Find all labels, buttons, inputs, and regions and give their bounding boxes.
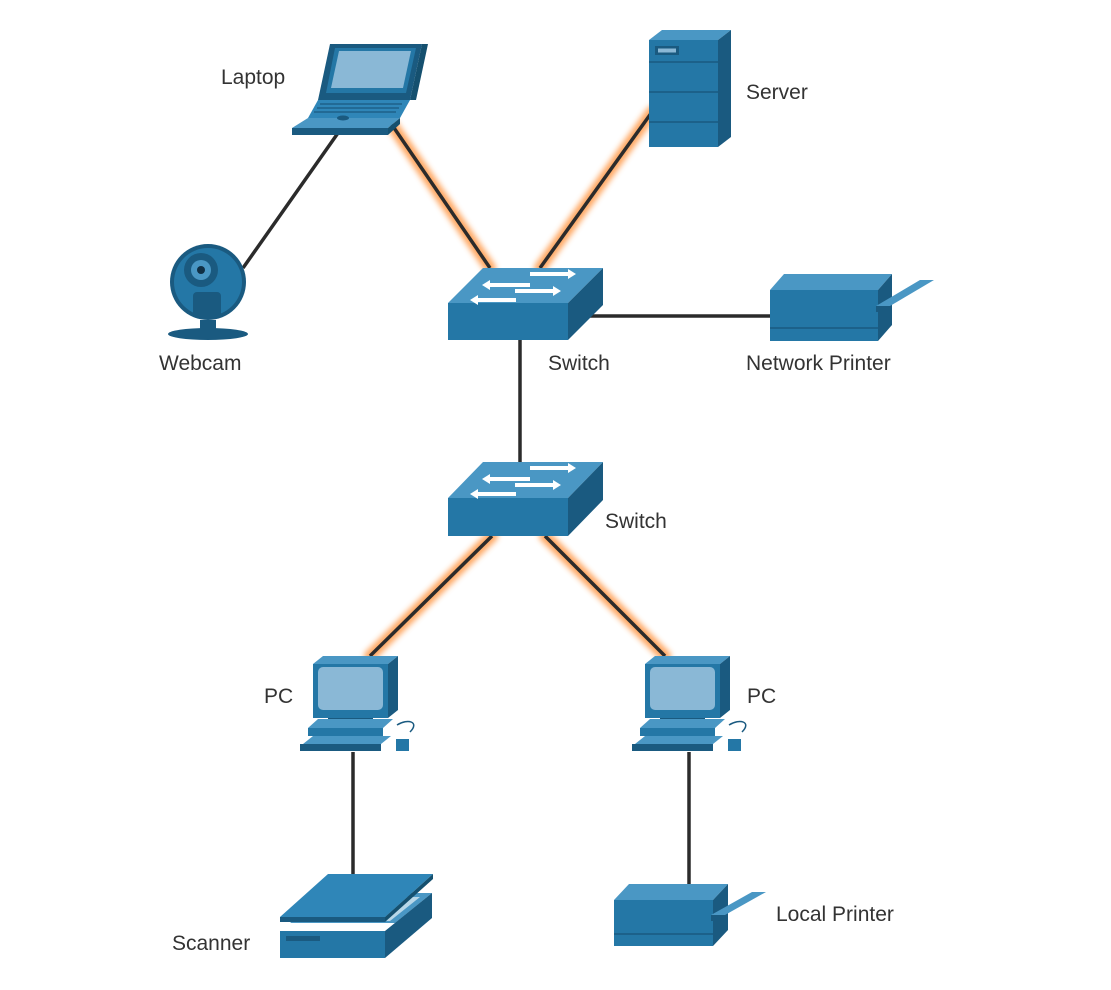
- label-pc-left: PC: [264, 685, 293, 708]
- link-switch-pc-left: [364, 530, 498, 662]
- laptop-icon[interactable]: [292, 44, 428, 135]
- connections: [241, 106, 778, 885]
- label-switch-bottom: Switch: [605, 510, 667, 533]
- link-switch-pc-right: [539, 530, 671, 662]
- local-printer-icon[interactable]: [614, 884, 766, 946]
- webcam-icon[interactable]: [168, 244, 248, 340]
- label-pc-right: PC: [747, 685, 776, 708]
- label-laptop: Laptop: [221, 66, 285, 89]
- switch-icon-bottom[interactable]: [448, 462, 603, 536]
- label-switch-top: Switch: [548, 352, 610, 375]
- labels: Laptop Server Webcam Switch Network Prin…: [159, 66, 894, 955]
- link-laptop-switch: [384, 116, 496, 274]
- label-server: Server: [746, 81, 808, 104]
- label-webcam: Webcam: [159, 352, 241, 375]
- server-icon[interactable]: [649, 30, 731, 147]
- pc-icon-left[interactable]: [300, 656, 415, 751]
- label-local-printer: Local Printer: [776, 903, 894, 926]
- switch-icon-top[interactable]: [448, 268, 603, 340]
- link-laptop-webcam: [241, 131, 340, 270]
- label-network-printer: Network Printer: [746, 352, 891, 375]
- network-printer-icon[interactable]: [770, 274, 934, 341]
- label-scanner: Scanner: [172, 932, 250, 955]
- link-server-switch: [534, 106, 658, 274]
- pc-icon-right[interactable]: [632, 656, 747, 751]
- scanner-icon[interactable]: [280, 874, 433, 958]
